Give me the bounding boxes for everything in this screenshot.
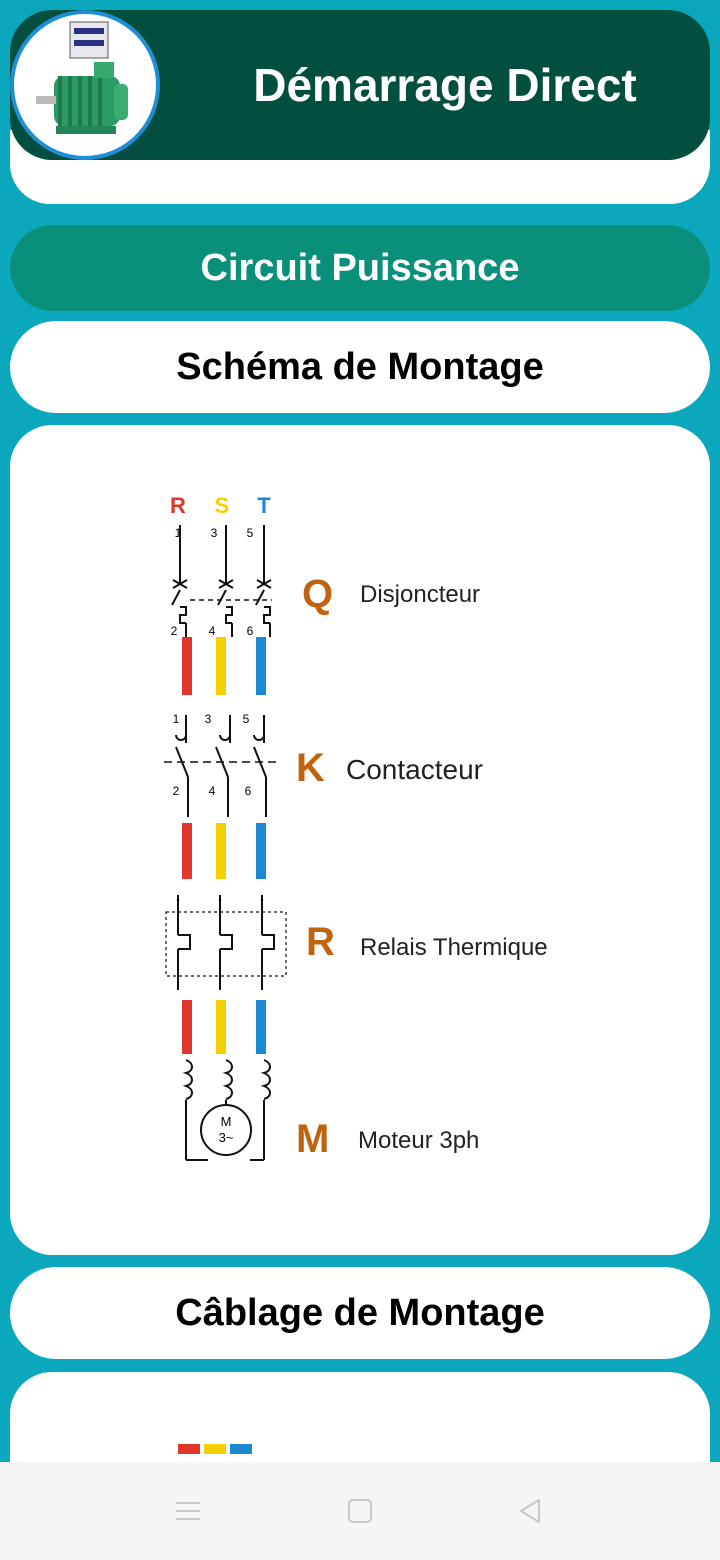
- wire-segment: [230, 1444, 252, 1454]
- system-nav-bar: [0, 1462, 720, 1560]
- terminal-number: 4: [209, 624, 216, 638]
- wire-segment: [182, 637, 192, 695]
- wiring-diagram: R S T 1 3 5 2 4 6: [164, 493, 548, 1161]
- terminal-number: 3: [205, 712, 212, 726]
- component-symbol: M: [296, 1117, 329, 1161]
- motor-label: M: [221, 1114, 232, 1129]
- component-label: Relais Thermique: [360, 934, 548, 961]
- thermal-relay-symbol: [165, 895, 287, 990]
- wire-segment: [178, 1444, 200, 1454]
- terminal-number: -: [218, 894, 222, 906]
- wire-segment: [216, 637, 226, 695]
- page-title: Démarrage Direct: [253, 59, 637, 111]
- motor-sublabel: 3~: [219, 1130, 234, 1145]
- motor-contactor-icon: [10, 10, 160, 160]
- terminal-number: 5: [243, 712, 250, 726]
- schema-de-montage-button[interactable]: Schéma de Montage: [10, 321, 710, 413]
- terminal-number: 6: [247, 624, 254, 638]
- contactor-symbol: [164, 715, 276, 817]
- back-triangle-icon[interactable]: [500, 1462, 560, 1560]
- terminal-number: -: [176, 894, 180, 906]
- wire-segment: [182, 823, 192, 879]
- phase-letter: S: [215, 493, 230, 518]
- phase-letter: T: [257, 493, 271, 518]
- wire-segment: [182, 1000, 192, 1054]
- wire-segment: [256, 637, 266, 695]
- cablage-de-montage-button[interactable]: Câblage de Montage: [10, 1267, 710, 1359]
- terminal-number: 4: [209, 784, 216, 798]
- wire-segment: [256, 1000, 266, 1054]
- terminal-number: 1: [175, 526, 182, 540]
- component-label: Contacteur: [346, 754, 483, 785]
- terminal-number: 3: [211, 526, 218, 540]
- home-square-icon[interactable]: [330, 1462, 390, 1560]
- component-symbol: Q: [302, 572, 333, 616]
- terminal-number: 2: [171, 624, 178, 638]
- menu-icon[interactable]: [158, 1462, 218, 1560]
- wire-segment: [256, 823, 266, 879]
- phase-letter: R: [170, 493, 186, 518]
- component-label: Disjoncteur: [360, 581, 480, 608]
- wire-segment: [216, 1000, 226, 1054]
- terminal-number: 6: [245, 784, 252, 798]
- circuit-puissance-button[interactable]: Circuit Puissance: [10, 225, 710, 311]
- component-symbol: R: [306, 920, 335, 964]
- component-symbol: K: [296, 746, 325, 790]
- terminal-number: 5: [247, 526, 254, 540]
- schema-diagram-card: R S T 1 3 5 2 4 6: [10, 425, 710, 1255]
- breaker-symbol: [171, 525, 272, 637]
- wire-segment: [216, 823, 226, 879]
- motor-symbol: [182, 1059, 271, 1161]
- terminal-number: -: [260, 894, 264, 906]
- terminal-number: 2: [173, 784, 180, 798]
- component-label: Moteur 3ph: [358, 1127, 479, 1154]
- terminal-number: 1: [173, 712, 180, 726]
- wire-segment: [204, 1444, 226, 1454]
